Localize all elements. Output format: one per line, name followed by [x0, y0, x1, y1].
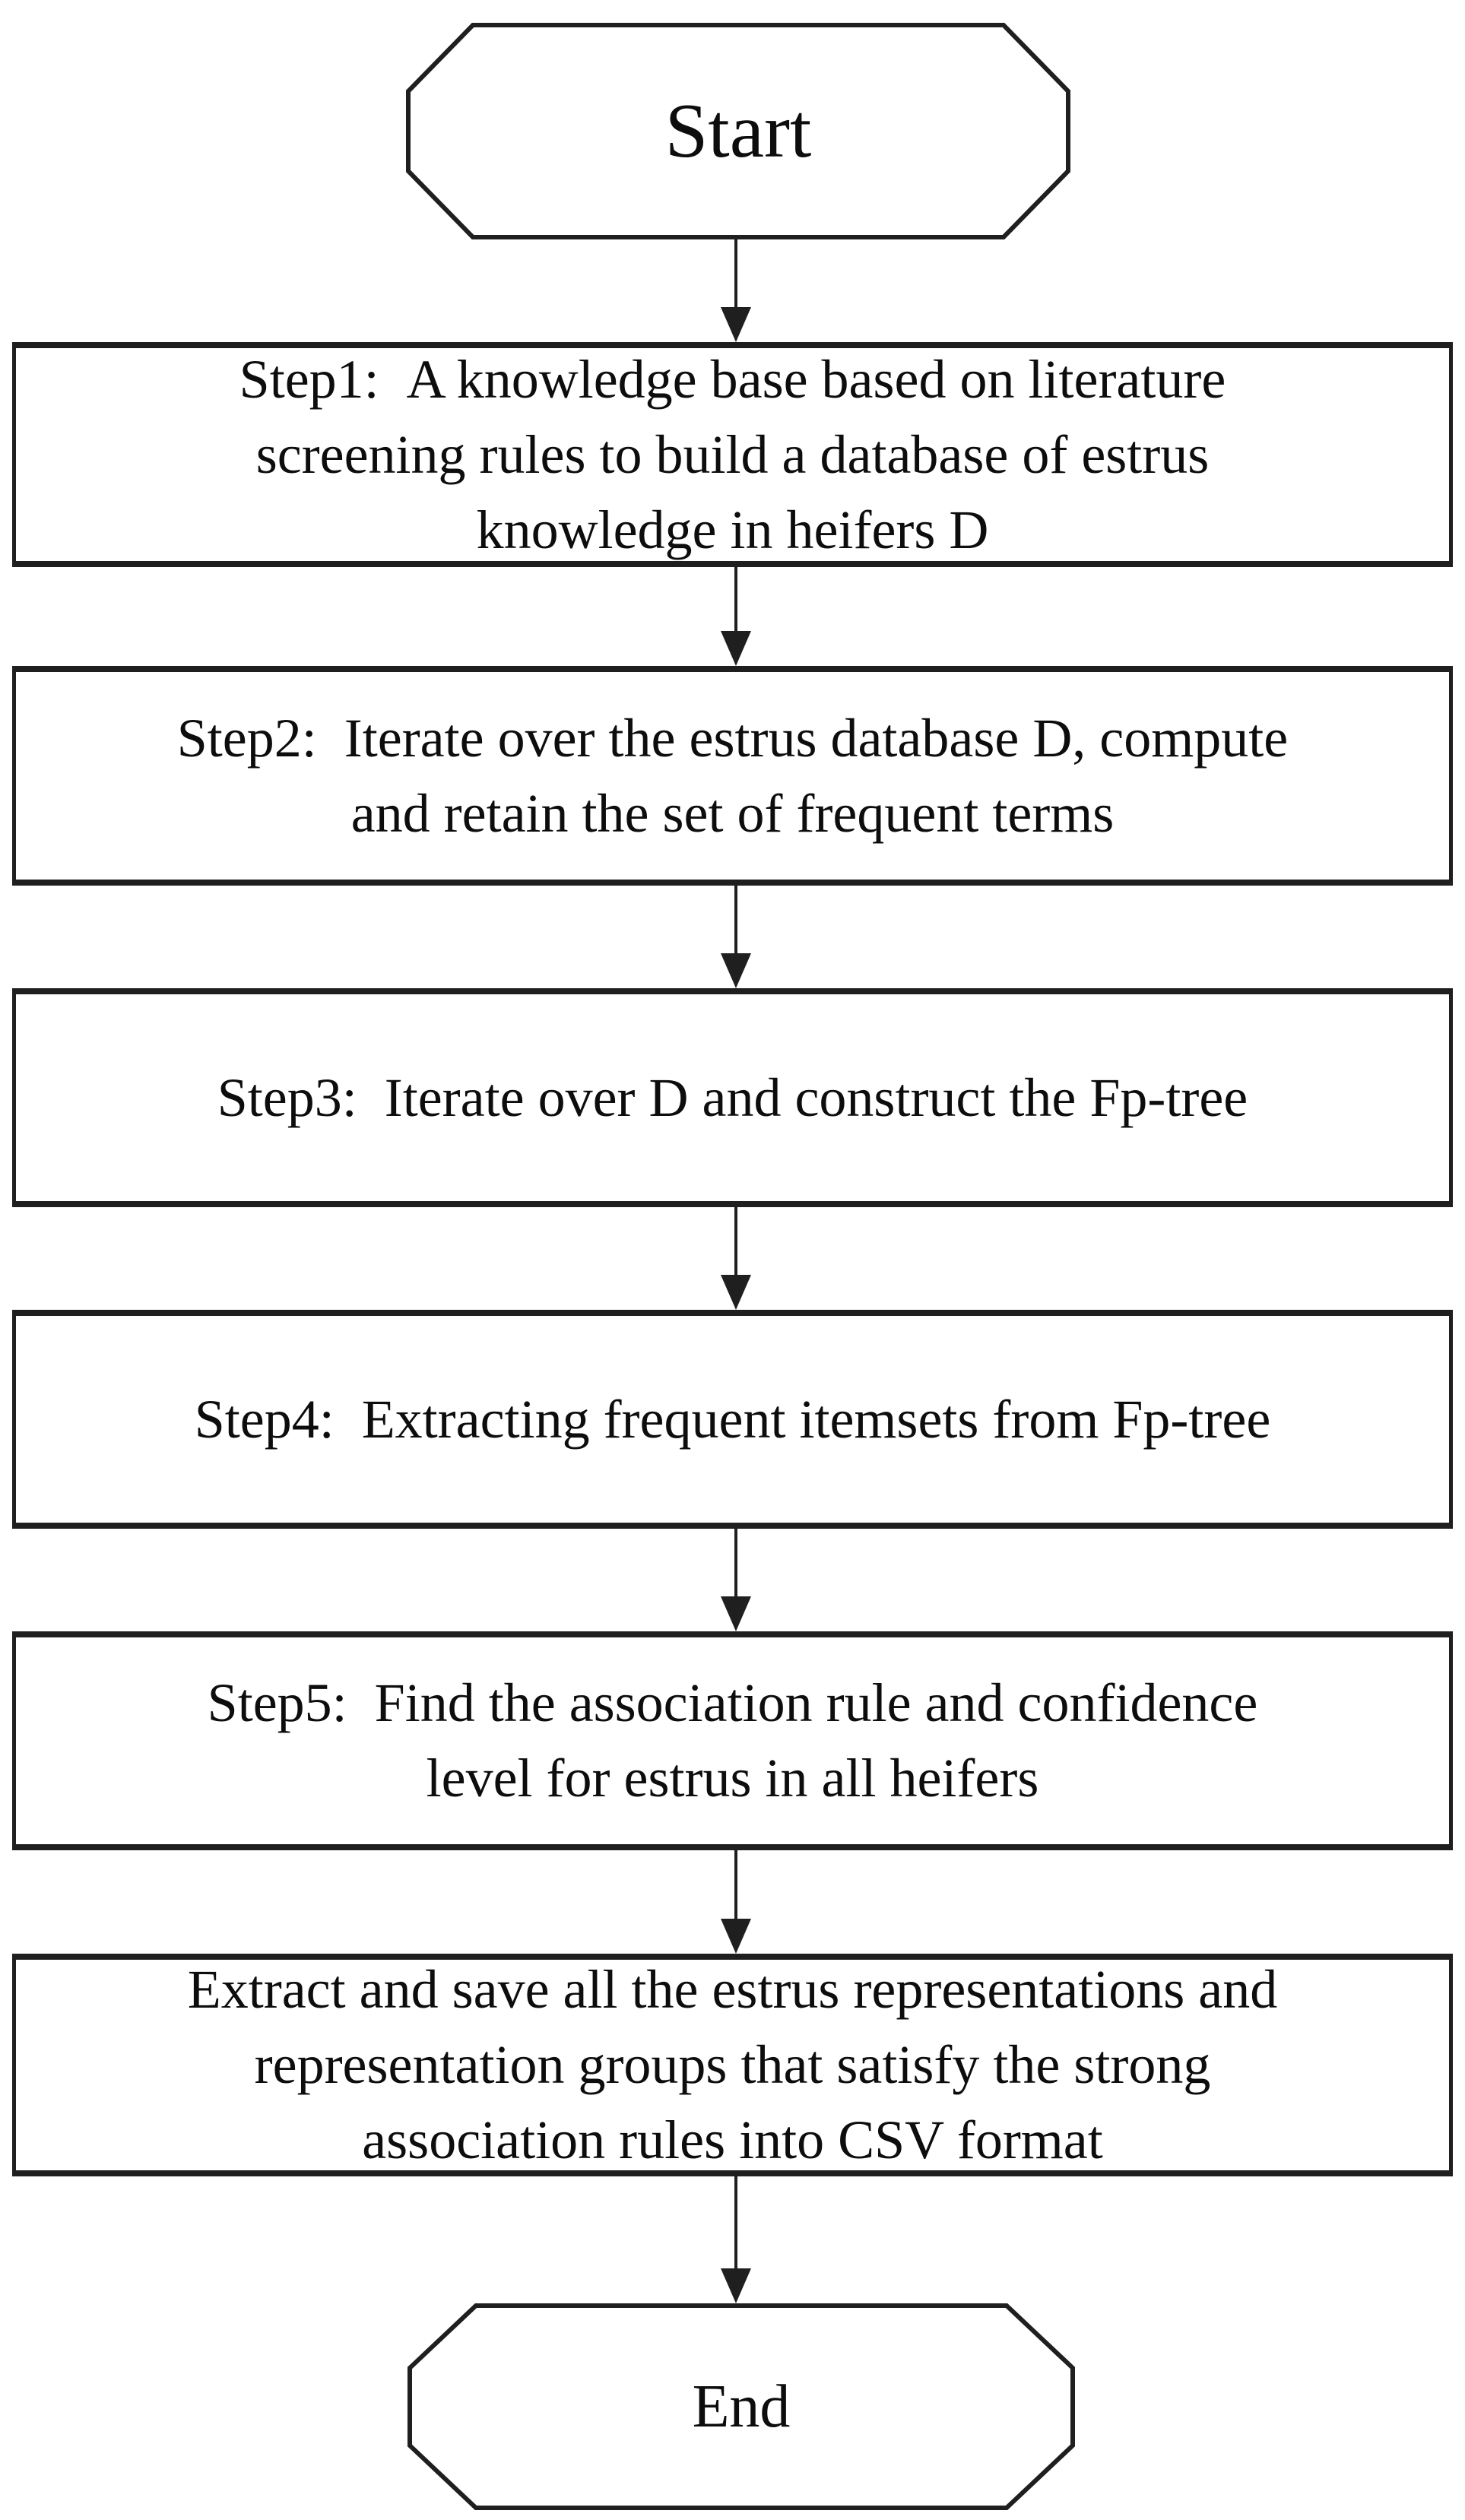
arrow-shaft: [734, 239, 737, 309]
node-step3: Step3: Iterate over D and construct the …: [12, 988, 1453, 1207]
arrow-head: [721, 953, 751, 988]
arrow-step3-to-step4: [721, 1207, 751, 1310]
arrow-step2-to-step3: [721, 886, 751, 988]
octagon-shape: [407, 2303, 1075, 2510]
arrow-shaft: [734, 1207, 737, 1276]
arrow-shaft: [734, 2176, 737, 2270]
node-label: Step4: Extracting frequent itemsets from…: [194, 1388, 1271, 1450]
octagon-shape: [406, 23, 1070, 239]
arrow-shaft: [734, 1529, 737, 1598]
arrow-step1-to-step2: [721, 567, 751, 666]
arrow-step4-to-step5: [721, 1529, 751, 1631]
node-label: Extract and save all the estrus represen…: [187, 1959, 1278, 2170]
node-label: Step1: A knowledge base based on literat…: [239, 348, 1226, 560]
arrow-extract-to-end: [721, 2176, 751, 2303]
node-step1: Step1: A knowledge base based on literat…: [12, 342, 1453, 567]
arrow-head: [721, 1596, 751, 1631]
arrow-head: [721, 1919, 751, 1954]
node-label: Step5: Find the association rule and con…: [207, 1672, 1258, 1808]
arrow-head: [721, 1275, 751, 1310]
node-label: Step2: Iterate over the estrus database …: [176, 707, 1289, 844]
arrow-shaft: [734, 567, 737, 632]
arrow-shaft: [734, 886, 737, 955]
node-extract: Extract and save all the estrus represen…: [12, 1954, 1453, 2176]
node-step2: Step2: Iterate over the estrus database …: [12, 666, 1453, 886]
node-label: Start: [664, 87, 812, 174]
node-start: Start: [406, 23, 1070, 239]
arrow-head: [721, 2268, 751, 2303]
node-label: Step3: Iterate over D and construct the …: [217, 1067, 1248, 1128]
node-end: End: [407, 2303, 1075, 2510]
arrow-shaft: [734, 1850, 737, 1920]
arrow-head: [721, 307, 751, 342]
node-step4: Step4: Extracting frequent itemsets from…: [12, 1310, 1453, 1529]
arrow-start-to-step1: [721, 239, 751, 342]
node-step5: Step5: Find the association rule and con…: [12, 1631, 1453, 1850]
arrow-step5-to-extract: [721, 1850, 751, 1954]
node-label: End: [692, 2373, 791, 2440]
arrow-head: [721, 631, 751, 666]
